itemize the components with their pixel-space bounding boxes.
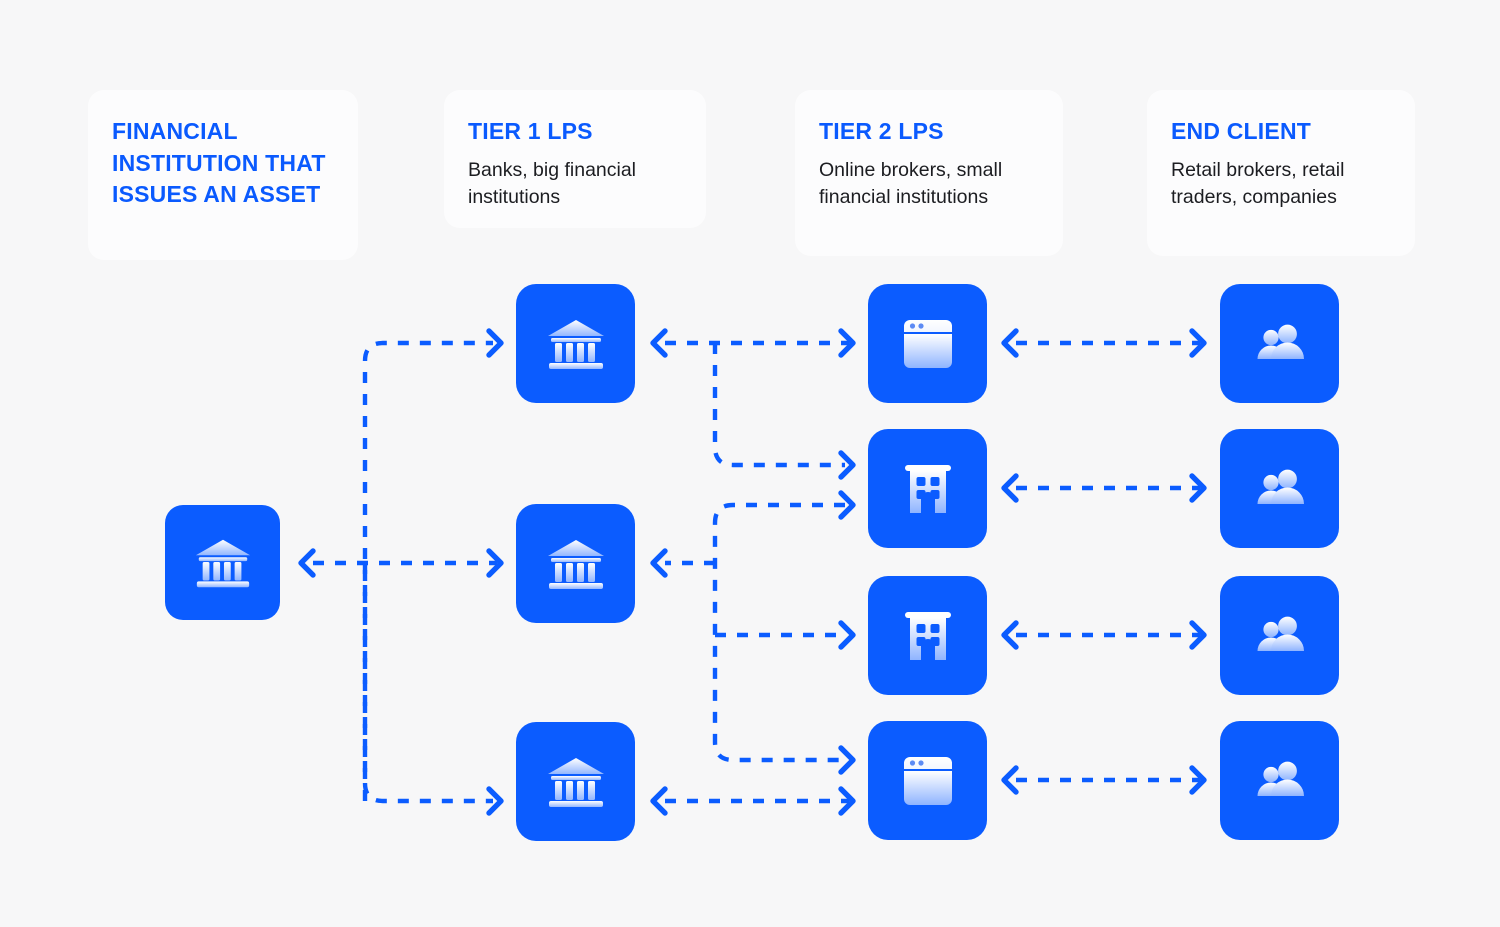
node-endclient-users-4[interactable] xyxy=(1220,721,1339,840)
node-tier2-building-2[interactable] xyxy=(868,576,987,695)
bank-icon xyxy=(544,532,608,596)
users-icon xyxy=(1251,315,1309,373)
bank-icon xyxy=(544,312,608,376)
column-header-tier2: TIER 2 LPS Online brokers, small financi… xyxy=(795,90,1063,256)
bank-icon xyxy=(544,750,608,814)
column-title-tier2: TIER 2 LPS xyxy=(819,118,944,144)
node-tier1-bank-2[interactable] xyxy=(516,504,635,623)
column-title-issuer: FINANCIAL INSTITUTION THAT ISSUES AN ASS… xyxy=(112,118,326,208)
node-endclient-users-3[interactable] xyxy=(1220,576,1339,695)
column-subtitle-tier2: Online brokers, small financial institut… xyxy=(819,158,1003,208)
column-header-endclient: END CLIENT Retail brokers, retail trader… xyxy=(1147,90,1415,256)
column-header-tier1: TIER 1 LPS Banks, big financial institut… xyxy=(444,90,706,228)
node-tier2-browser-1[interactable] xyxy=(868,284,987,403)
users-icon xyxy=(1251,607,1309,665)
node-tier1-bank-1[interactable] xyxy=(516,284,635,403)
node-issuer-bank[interactable] xyxy=(165,505,280,620)
users-icon xyxy=(1251,460,1309,518)
column-header-issuer: FINANCIAL INSTITUTION THAT ISSUES AN ASS… xyxy=(88,90,358,260)
column-subtitle-endclient: Retail brokers, retail traders, companie… xyxy=(1171,158,1345,208)
office-building-icon xyxy=(900,608,956,664)
node-tier1-bank-3[interactable] xyxy=(516,722,635,841)
node-endclient-users-1[interactable] xyxy=(1220,284,1339,403)
node-tier2-building-1[interactable] xyxy=(868,429,987,548)
browser-window-icon xyxy=(900,316,956,372)
column-title-endclient: END CLIENT xyxy=(1171,118,1311,144)
bank-icon xyxy=(192,532,254,594)
column-title-tier1: TIER 1 LPS xyxy=(468,118,593,144)
office-building-icon xyxy=(900,461,956,517)
node-tier2-browser-2[interactable] xyxy=(868,721,987,840)
node-endclient-users-2[interactable] xyxy=(1220,429,1339,548)
column-subtitle-tier1: Banks, big financial institutions xyxy=(468,158,637,208)
browser-window-icon xyxy=(900,753,956,809)
users-icon xyxy=(1251,752,1309,810)
